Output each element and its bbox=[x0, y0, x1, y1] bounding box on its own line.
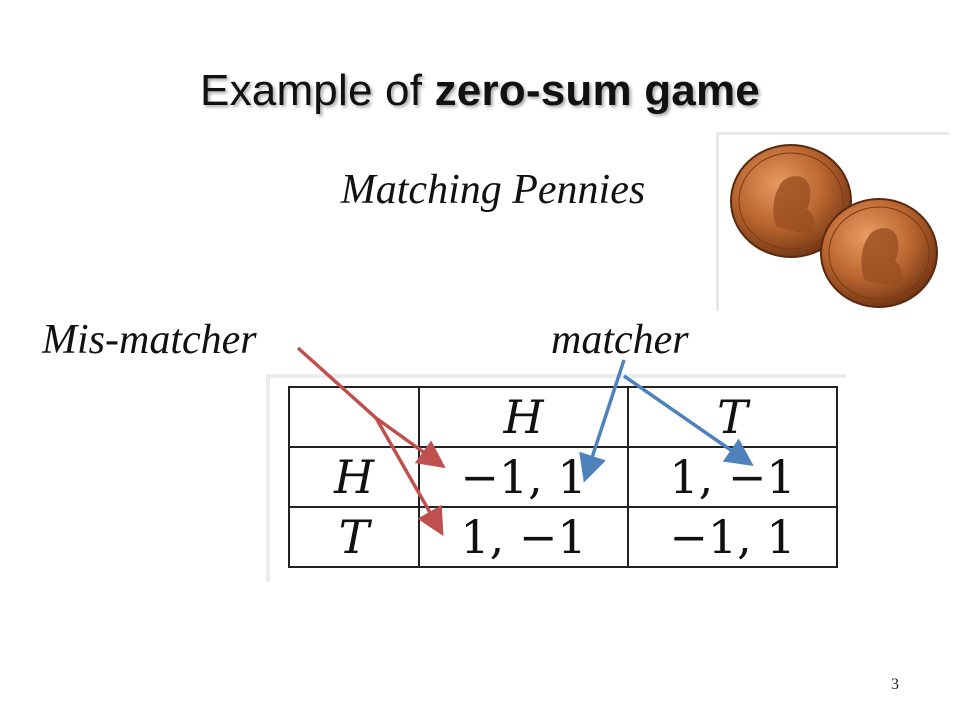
title-bold: zero-sum game bbox=[434, 66, 760, 115]
row-player-label: Mis-matcher bbox=[42, 317, 257, 363]
payoff-cell-th: 1, −1 bbox=[418, 506, 629, 568]
column-header-t: T bbox=[627, 386, 838, 448]
corner-cell bbox=[288, 386, 420, 448]
payoff-cell-hh: −1, 1 bbox=[418, 446, 629, 508]
payoff-cell-ht: 1, −1 bbox=[627, 446, 838, 508]
table-row: T 1, −1 −1, 1 bbox=[288, 506, 838, 568]
payoff-matrix: H T H −1, 1 1, −1 T 1, −1 −1, 1 bbox=[288, 386, 838, 568]
page-number: 3 bbox=[891, 676, 899, 693]
title-prefix: Example of bbox=[200, 66, 435, 115]
row-header-t: T bbox=[288, 506, 420, 568]
slide-title: Example of zero-sum game bbox=[0, 66, 960, 116]
column-player-label: matcher bbox=[551, 317, 689, 363]
table-row: H −1, 1 1, −1 bbox=[288, 446, 838, 508]
header-row: H T bbox=[288, 386, 838, 448]
column-header-h: H bbox=[418, 386, 629, 448]
pennies-image bbox=[716, 132, 949, 311]
subtitle: Matching Pennies bbox=[340, 167, 646, 213]
coins-icon bbox=[730, 144, 938, 308]
payoff-cell-tt: −1, 1 bbox=[627, 506, 838, 568]
row-header-h: H bbox=[288, 446, 420, 508]
